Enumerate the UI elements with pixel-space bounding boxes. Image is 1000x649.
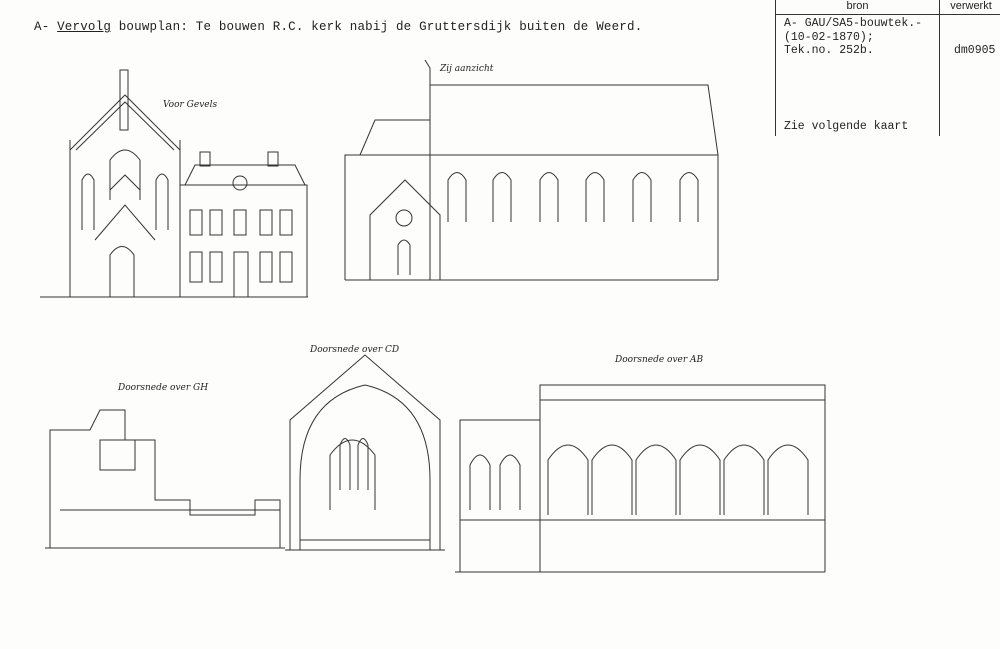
- source-table: bron verwerkt A- GAU/SA5-bouwtek.- (10-0…: [775, 0, 1000, 136]
- title-rest: bouwplan: Te bouwen R.C. kerk nabij de G…: [111, 20, 643, 34]
- header-verwerkt: verwerkt: [939, 0, 1000, 15]
- side-windows: [447, 172, 699, 222]
- bron-text: A- GAU/SA5-bouwtek.- (10-02-1870); Tek.n…: [784, 17, 923, 57]
- section-gh: [45, 409, 285, 549]
- verwerkt-code: dm0905: [954, 44, 996, 57]
- see-next-card-note: Zie volgende kaart: [784, 120, 909, 133]
- front-elevation: [40, 69, 308, 298]
- label-front: Voor Gevels: [163, 100, 218, 110]
- side-elevation: [344, 59, 719, 281]
- document-title: A- Vervolg bouwplan: Te bouwen R.C. kerk…: [34, 20, 642, 34]
- section-cd: [285, 354, 445, 551]
- title-underlined: Vervolg: [57, 20, 112, 34]
- label-section-cd: Doorsnede over CD: [310, 345, 400, 355]
- label-section-gh: Doorsnede over GH: [118, 383, 209, 393]
- label-section-ab: Doorsnede over AB: [615, 355, 704, 365]
- title-prefix: A-: [34, 20, 58, 34]
- front-windows: [189, 209, 293, 298]
- column-divider: [939, 14, 940, 136]
- header-bron: bron: [776, 0, 939, 15]
- section-ab: [455, 384, 826, 573]
- label-side: Zij aanzicht: [440, 64, 494, 74]
